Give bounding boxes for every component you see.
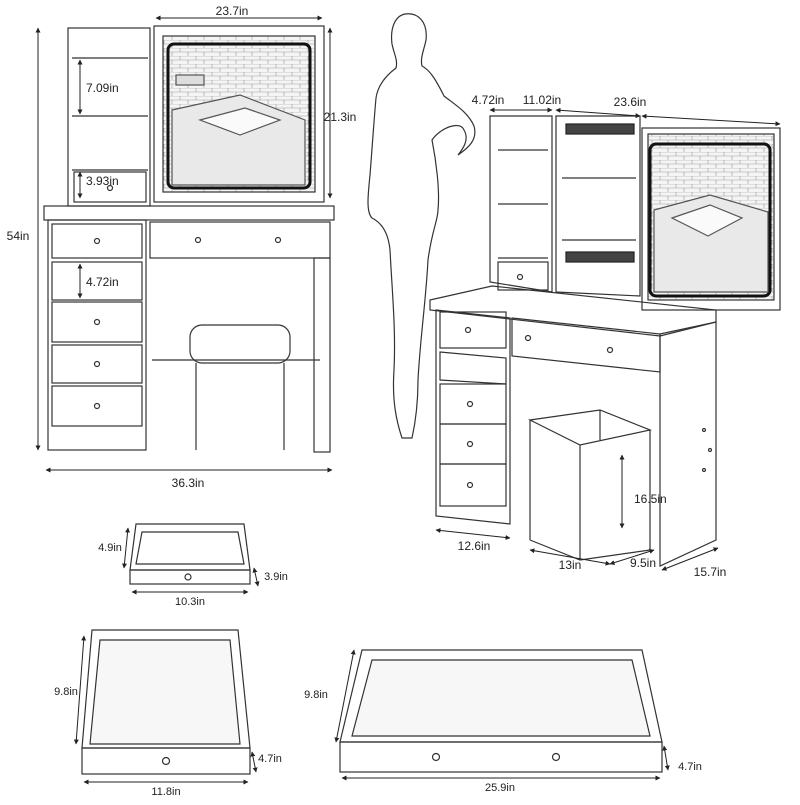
front-total-height-label: 54in <box>7 229 30 243</box>
front-open-cubby <box>51 261 143 301</box>
angled-open-cubby <box>439 351 507 385</box>
angled-middle-cabinet <box>555 115 641 297</box>
front-dimension-labels: 23.7in 21.3in 54in 36.3in 7.09in 3.93in … <box>7 4 357 490</box>
angled-view-vanity <box>429 115 781 567</box>
medium-drawer-dimensions <box>73 635 258 785</box>
side-mirror-width-label: 23.6in <box>614 95 647 109</box>
medium-drawer-width-label: 11.8in <box>151 786 180 798</box>
front-cubby-height-label: 4.72in <box>86 275 119 289</box>
front-drawer-4 <box>51 385 143 427</box>
large-drawer-width-label: 25.9in <box>485 782 515 794</box>
stool-width-label: 13in <box>559 558 582 572</box>
medium-drawer-height-label: 4.7in <box>258 753 282 765</box>
large-drawer <box>339 649 663 773</box>
large-drawer-height-label: 4.7in <box>678 761 702 773</box>
side-shelf-width-label: 4.72in <box>472 93 505 107</box>
stool-depth-label: 9.5in <box>630 556 656 570</box>
large-drawer-dimensions <box>334 649 670 781</box>
knob-icon <box>106 184 114 192</box>
angled-side-panel <box>659 321 717 567</box>
front-drawer-3 <box>51 344 143 384</box>
small-drawer-width-label: 10.3in <box>175 596 205 608</box>
side-cabinet-width-label: 11.02in <box>523 93 561 107</box>
slide-rail-bottom <box>565 251 635 263</box>
front-drawer-2 <box>51 301 143 343</box>
slide-rail-top <box>565 123 635 135</box>
front-mirror-width-label: 23.7in <box>216 4 249 18</box>
front-view-vanity <box>43 25 335 453</box>
front-shelf-height-label: 7.09in <box>86 81 119 95</box>
front-dimension-lines <box>35 15 333 473</box>
front-stool-cushion <box>189 324 291 364</box>
front-wide-drawer <box>149 221 331 259</box>
front-total-width-label: 36.3in <box>172 476 205 490</box>
angled-dimension-labels: 4.72in 11.02in 23.6in 16.5in 12.6in 13in… <box>458 93 727 579</box>
large-drawer-depth-label: 9.8in <box>304 689 328 701</box>
medium-drawer-depth-label: 9.8in <box>54 686 78 698</box>
front-mirror-height-label: 21.3in <box>324 110 357 124</box>
stool-height-label: 16.5in <box>634 492 667 506</box>
small-drawer-depth-label: 4.9in <box>98 542 122 554</box>
angled-stool-top <box>528 409 653 446</box>
front-small-drawer-height-label: 3.93in <box>86 174 119 188</box>
angled-dimension-lines <box>435 107 781 571</box>
desk-depth-label: 15.7in <box>694 565 727 579</box>
woman-silhouette <box>367 13 476 439</box>
front-mirror-frame <box>153 25 325 203</box>
small-drawer-height-label: 3.9in <box>264 571 288 583</box>
small-drawer-dimensions <box>121 527 260 595</box>
cabinet-width-label: 12.6in <box>458 539 491 553</box>
small-drawer <box>129 523 251 585</box>
front-drawer-top <box>51 223 143 259</box>
medium-drawer <box>81 629 251 775</box>
